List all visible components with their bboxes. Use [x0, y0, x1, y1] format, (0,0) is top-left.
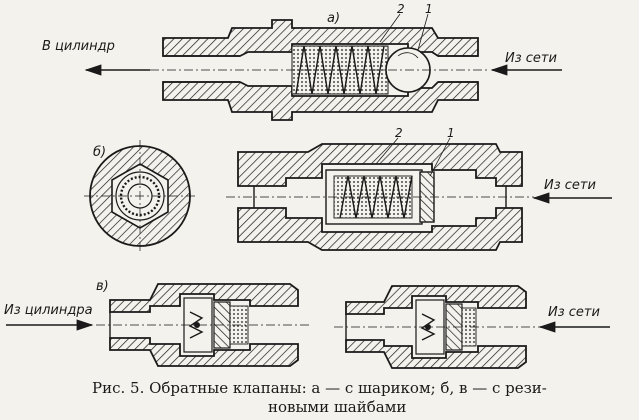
view-v-label: в) — [96, 279, 109, 294]
valve-b-leader-2 — [375, 137, 399, 165]
valve-b-upper-wall — [237, 143, 523, 187]
valve-b-callout-1: 1 — [447, 126, 455, 140]
label-from-network-v: Из сети — [548, 305, 600, 320]
view-v-left-valve: в) Из цилиндра — [4, 279, 312, 367]
view-b-label: б) — [93, 145, 106, 160]
figure-caption-line-2: новыми шайбами — [268, 398, 406, 416]
valve-a-callout-1: 1 — [425, 2, 433, 16]
figure-caption-line-1: Рис. 5. Обратные клапаны: а — с шариком;… — [92, 379, 547, 397]
label-from-network-b: Из сети — [544, 178, 596, 193]
view-b-end-view: б) — [84, 140, 196, 252]
view-v-right-valve: Из сети — [334, 285, 610, 369]
view-a-label: а) — [327, 11, 340, 26]
valve-v1-lower-wall — [109, 337, 299, 367]
valve-b-callout-2: 2 — [395, 126, 403, 140]
valve-v2-upper-wall — [345, 285, 527, 315]
view-b-section: 2 1 Из сети — [226, 126, 612, 251]
view-a-ball-valve: 2 1 а) В цилиндр Из сети — [42, 2, 562, 121]
valve-a-callout-2: 2 — [397, 2, 405, 16]
valve-v2-lower-wall — [345, 339, 527, 369]
valve-b-leader-1 — [429, 137, 451, 177]
label-to-cylinder-a: В цилиндр — [42, 39, 115, 54]
valve-v1-upper-wall — [109, 283, 299, 313]
label-from-network-a: Из сети — [505, 51, 557, 66]
valve-b-lower-wall — [237, 207, 523, 251]
valve-a-leader-1 — [417, 13, 429, 51]
label-from-cylinder-v: Из цилиндра — [4, 303, 93, 318]
valve-a-leader-2 — [379, 13, 401, 43]
